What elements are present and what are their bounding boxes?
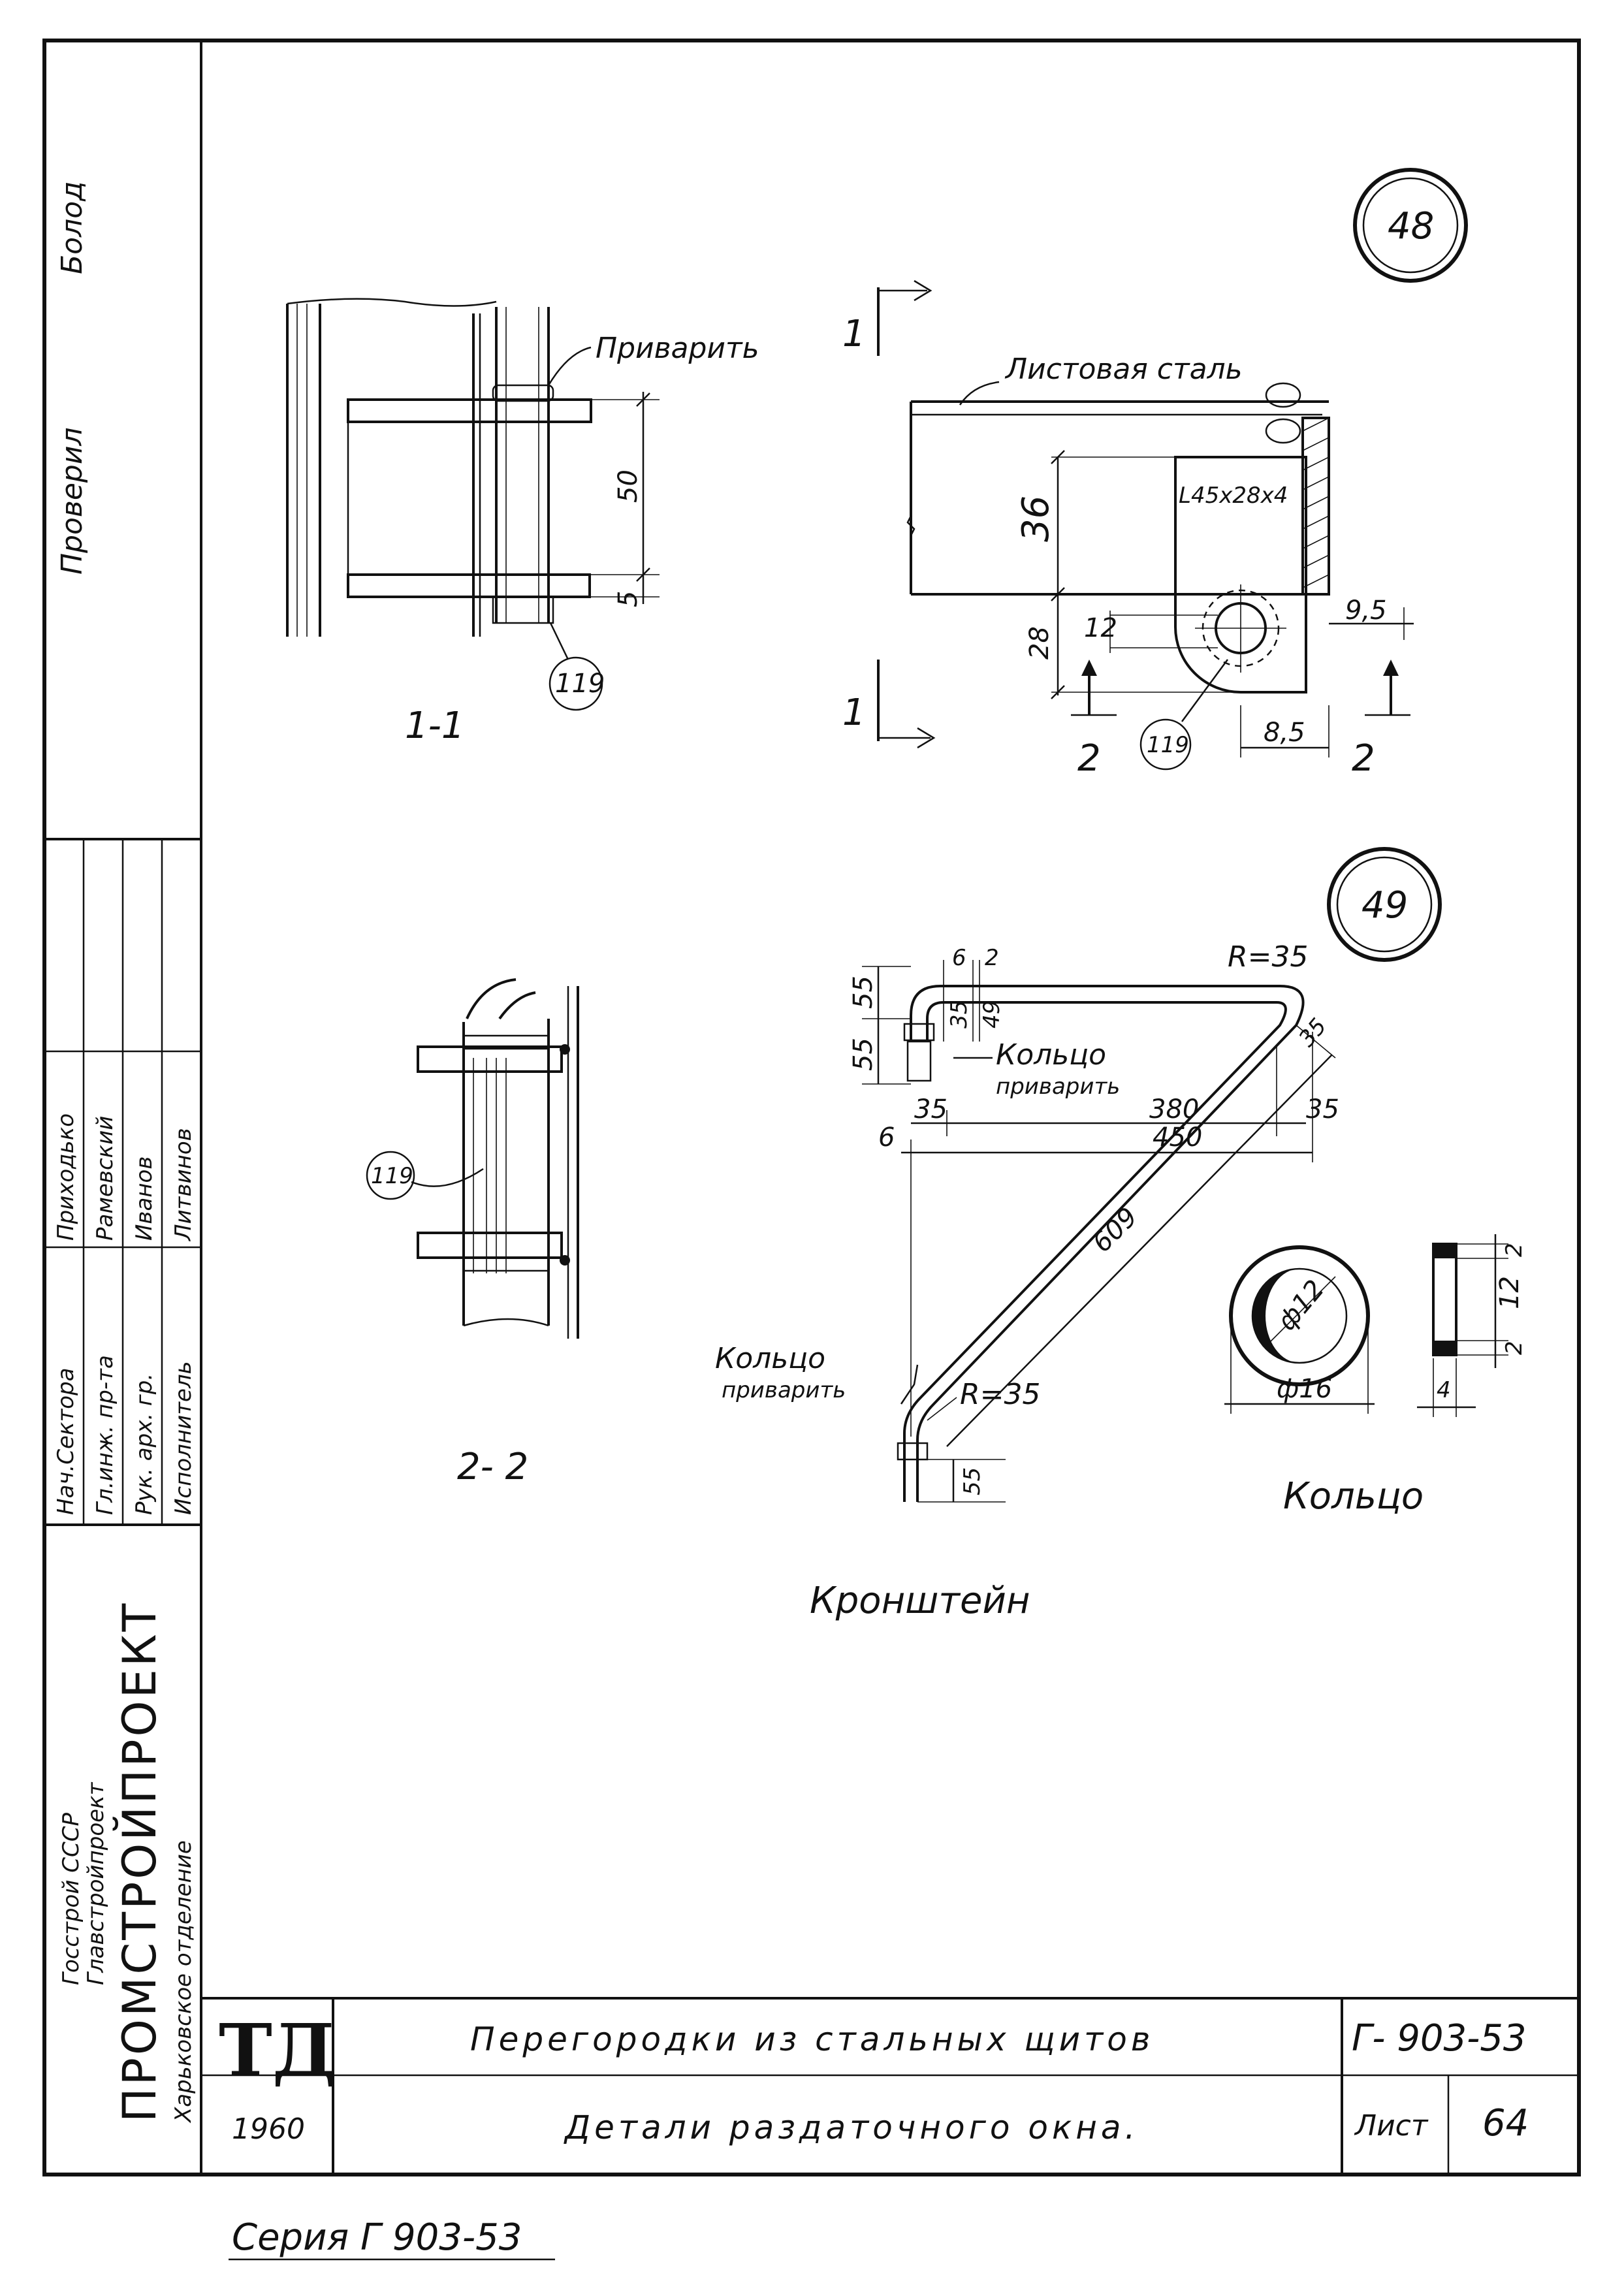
dim-8-5: 8,5 (1264, 718, 1305, 748)
sidebar-name-1: Приходько (53, 1113, 79, 1241)
drawing-code: Г- 903-53 (1352, 2017, 1527, 2060)
title-2-2: 2- 2 (457, 1446, 528, 1488)
sidebar-role-2: Гл.инж. пр-та (92, 1355, 118, 1515)
dim-9-5: 9,5 (1345, 596, 1387, 626)
sheet-label: Лист (1354, 2109, 1429, 2143)
logo-td: ТД (219, 2008, 336, 2092)
callout-49-inner (1336, 856, 1433, 953)
dim-49: 49 (979, 1000, 1005, 1028)
callout-119-b-text: 119 (1147, 732, 1189, 758)
dim-36: 36 (1015, 496, 1057, 542)
callout-119-c (366, 1151, 415, 1200)
sidebar-role-1: Нач.Сектора (53, 1367, 79, 1515)
section-2-right: 2 (1352, 737, 1375, 780)
ring-weld-bot-1: Кольцо (715, 1342, 825, 1375)
dim-609: 609 (1087, 1202, 1144, 1259)
callout-119-c-text: 119 (371, 1163, 413, 1189)
dim-6b: 6 (878, 1123, 895, 1153)
dim-55a: 55 (848, 976, 878, 1009)
dim-6a: 6 (952, 945, 966, 971)
radius-top: R=35 (1228, 940, 1308, 974)
org-branch: Харьковское отделение (170, 1840, 197, 2124)
dim-28: 28 (1025, 626, 1055, 660)
sidebar-role-4: Исполнитель (170, 1361, 197, 1515)
footer: Серия Г 903-53 (229, 2216, 555, 2261)
dim-35c: 35 (1306, 1094, 1339, 1124)
title-ring: Кольцо (1283, 1475, 1424, 1518)
ring-weld-bot-2: приварить (722, 1377, 846, 1403)
ring-dim-2b: 2 (1501, 1341, 1527, 1355)
sidebar-name-4: Литвинов (170, 1128, 197, 1242)
org-name: ПРОМСТРОЙПРОЕКТ (113, 1601, 167, 2122)
dim-55b: 55 (848, 1038, 878, 1071)
sidebar-proveril-sign: Болод (56, 181, 89, 274)
ring-weld-top-1: Кольцо (996, 1038, 1106, 1072)
section-1-top: 1 (842, 313, 866, 355)
label-weld-1-1: Приварить (596, 332, 759, 365)
ring-dia-outer: ф16 (1277, 1374, 1332, 1404)
callout-48-outer (1353, 168, 1468, 283)
callout-48-inner (1362, 177, 1459, 274)
dim-2: 2 (985, 945, 999, 971)
dim-450: 450 (1153, 1123, 1202, 1153)
sidebar-proveril: Проверил (56, 427, 89, 575)
dim-35b: 35 (914, 1094, 947, 1124)
callout-119-b (1139, 718, 1192, 771)
radius-bottom: R=35 (960, 1378, 1040, 1411)
title-line-2: Детали раздаточного окна. (564, 2109, 1139, 2146)
dim-50: 50 (613, 470, 643, 503)
org-line-1: Госстрой СССР (58, 1813, 84, 1985)
label-sheet-steel: Листовая сталь (1004, 353, 1243, 386)
ring-detail: ф12 ф16 2 12 2 4 Кольцо (1224, 1234, 1527, 1518)
callout-49-outer (1327, 847, 1442, 962)
view-1-1: Приварить 50 5 119 1-1 (286, 298, 759, 747)
title-1-1: 1-1 (405, 705, 464, 747)
sidebar-role-3: Рук. арх. гр. (131, 1373, 157, 1515)
callout-119-a (549, 656, 603, 711)
callout-119-a-text: 119 (555, 669, 605, 699)
ring-dim-2a: 2 (1501, 1243, 1527, 1257)
dim-380: 380 (1149, 1094, 1199, 1124)
sidebar-name-2: Рамевский (92, 1116, 118, 1241)
section-2-left: 2 (1077, 737, 1101, 780)
title-block: ТД 1960 Перегородки из стальных щитов Де… (201, 1997, 1579, 2175)
dim-55c: 55 (959, 1467, 985, 1495)
sidebar: Проверил Болод Нач.Сектора Гл.инж. пр-та… (43, 181, 202, 2124)
section-1-bottom: 1 (842, 692, 866, 734)
title-line-1: Перегородки из стальных щитов (470, 2020, 1154, 2058)
ring-dim-12: 12 (1495, 1276, 1525, 1309)
org-line-2: Главстройпроект (83, 1781, 109, 1985)
dim-5: 5 (613, 591, 643, 607)
dim-12: 12 (1084, 613, 1117, 643)
callout-48-text: 48 (1388, 205, 1434, 247)
angle-spec: L45x28x4 (1179, 483, 1288, 509)
sheet-number: 64 (1482, 2102, 1529, 2144)
sheet-frame (42, 39, 1581, 2176)
year: 1960 (232, 2112, 305, 2146)
title-bracket: Кронштейн (810, 1580, 1030, 1622)
series-label: Серия Г 903-53 (232, 2216, 522, 2259)
sidebar-name-3: Иванов (131, 1156, 157, 1241)
view-2-2: 119 2- 2 (366, 978, 579, 1488)
organisation-block: Госстрой СССР Главстройпроект ПРОМСТРОЙП… (58, 1601, 197, 2124)
view-49: 49 R=35 R=35 Кольцо приварить Кольцо при… (715, 847, 1442, 1622)
signature-table: Нач.Сектора Гл.инж. пр-та Рук. арх. гр. … (43, 838, 202, 1526)
ring-dia-inner: ф12 (1271, 1275, 1330, 1337)
callout-49-text: 49 (1361, 884, 1408, 927)
ring-weld-top-2: приварить (996, 1074, 1120, 1100)
ring-dim-4: 4 (1437, 1377, 1451, 1403)
dim-35a: 35 (946, 1000, 972, 1028)
view-48: 48 1 1 Листовая сталь L45x28x4 (842, 168, 1468, 780)
